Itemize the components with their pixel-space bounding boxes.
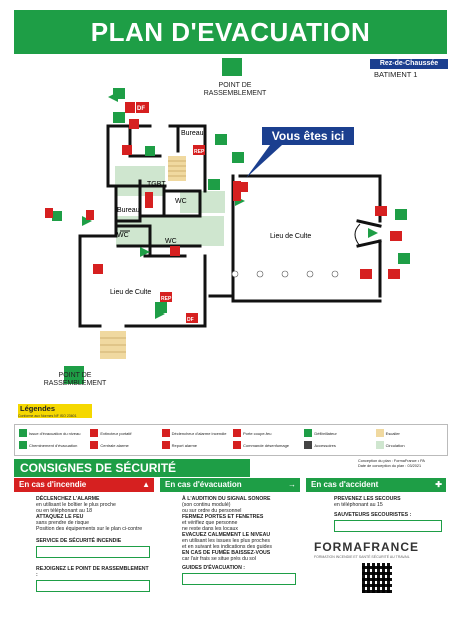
legend-grid: Issue d'évacuation du niveau Extincteur … (15, 425, 447, 453)
meta-date: Date de conception du plan : 03/2021 (358, 464, 422, 468)
legend-box: Issue d'évacuation du niveau Extincteur … (14, 424, 448, 456)
fire-door-icon (233, 429, 241, 437)
you-are-here-pointer (246, 145, 282, 178)
incendie-line: SERVICE DE SÉCURITÉ INCENDIE (36, 538, 122, 544)
circulation-icon (375, 441, 384, 449)
evac-line: FERMEZ PORTES ET FENETRES (182, 514, 264, 520)
incendie-line: ou en téléphonant au 18 (36, 508, 92, 514)
plan-meta: Conception du plan : FormaFrance • PA Da… (358, 459, 446, 469)
smoke-control-icon (233, 441, 241, 449)
alarm-icon (161, 429, 170, 437)
rep-sign: REP (194, 149, 205, 155)
legend-item: Défibrillateur (304, 429, 371, 437)
brand-logo: FORMAFRANCE (314, 540, 419, 554)
evac-line: (son continu modulé) (182, 502, 231, 508)
consignes-title: CONSIGNES DE SÉCURITÉ (14, 459, 250, 477)
room-lieu-culte-left: Lieu de Culte (110, 289, 151, 296)
incendie-line: DÉCLENCHEZ L'ALARME (36, 496, 100, 502)
brand-tagline: FORMATION INCENDIE ET SANTÉ SÉCURITÉ AU … (314, 555, 410, 559)
assembly-label-line-2b: RASSEMBLEMENT (43, 380, 107, 387)
stairs-icon (375, 429, 384, 437)
df-sign: DF (137, 106, 145, 112)
incendie-line: Position des équipements sur le plan ci-… (36, 526, 143, 532)
evac-line: EN CAS DE FUMÉE BAISSEZ-VOUS (182, 550, 271, 556)
rep-sign-2: REP (161, 296, 172, 302)
meta-author: Conception du plan : FormaFrance • PA (358, 459, 425, 463)
extinguisher-icon (90, 429, 99, 437)
legend-item: Centrale alarme (90, 441, 157, 449)
accident-header: En cas d'accident✚ (306, 478, 446, 492)
evac-line: GUIDES D'ÉVACUATION : (182, 565, 246, 571)
assembly-label-line-2: RASSEMBLEMENT (203, 90, 267, 97)
incendie-column: En cas d'incendie▲ DÉCLENCHEZ L'ALARME e… (14, 478, 154, 611)
legend-subtitle: Conforme aux Normes NF ISO 23601 (18, 414, 77, 418)
room-bureau-top: Bureau (181, 130, 204, 137)
building-name: BATIMENT 1 (374, 70, 418, 79)
legend-item: Issue d'évacuation du niveau (19, 429, 86, 437)
accident-line: SAUVETEURS SECOURISTES : (334, 512, 412, 518)
room-wc-2: WC (117, 232, 129, 239)
legend-item: Accessoires (304, 441, 371, 449)
assembly-label-line-1b: POINT DE (58, 372, 92, 379)
evac-line: EVACUEZ CALMEMENT LE NIVEAU (182, 532, 271, 538)
legend-item: Extincteur portatif (90, 429, 157, 437)
room-bureau-left: Bureau (117, 207, 140, 214)
accessories-icon (304, 441, 313, 449)
accident-line: PREVENEZ LES SECOURS (334, 496, 401, 502)
incendie-line: sans prendre de risque (36, 520, 90, 526)
df-sign-2: DF (187, 317, 194, 323)
incendie-line: ATTAQUEZ LE FEU (36, 514, 84, 520)
assembly-point-field[interactable] (36, 580, 150, 592)
assembly-label-line-1: POINT DE (218, 82, 252, 89)
level-badge: Rez-de-Chaussée (370, 59, 448, 69)
exit-icon (19, 429, 27, 437)
room-tgbt: TGBT (147, 181, 166, 188)
guides-field[interactable] (182, 573, 296, 585)
you-are-here-badge: Vous êtes ici (262, 127, 354, 145)
page-title: PLAN D'EVACUATION (14, 10, 447, 54)
legend-item: Cheminement d'évacuation (19, 441, 86, 449)
evac-line: en utilisant les issues les plus proches (182, 538, 270, 544)
legend-item: Déclencheur d'alarme incendie (161, 429, 229, 437)
evac-line: ou sur ordre du personnel (182, 508, 242, 514)
legend-title: Légendes (18, 404, 92, 418)
incendie-line: en utilisant le boîtier le plus proche (36, 502, 116, 508)
evac-line: et en suivant les indications des guides (182, 544, 272, 550)
alarm-repeat-icon (161, 441, 170, 449)
room-lieu-culte-right: Lieu de Culte (270, 233, 311, 240)
floor-plan: DF REP DF REP Bureau TGBT Bureau WC WC W… (45, 58, 410, 384)
assembly-point-bottom-label: POINT DE RASSEMBLEMENT (40, 372, 110, 388)
alarm-panel-icon (90, 441, 99, 449)
defibrillator-icon (304, 429, 313, 437)
accident-line: en téléphonant au 15 (334, 502, 383, 508)
room-wc-3: WC (165, 238, 177, 245)
arrow-icon (19, 441, 27, 449)
room-wc-1: WC (175, 198, 187, 205)
qr-code (362, 563, 392, 593)
first-aiders-field[interactable] (334, 520, 442, 532)
legend-item: Circulation (375, 441, 443, 449)
legend-item: Report alarme (161, 441, 229, 449)
accident-column: En cas d'accident✚ PREVENEZ LES SECOURS … (306, 478, 446, 611)
security-service-field[interactable] (36, 546, 150, 558)
legend-item: Porte coupe-feu (233, 429, 300, 437)
legend-item: Escalier (375, 429, 443, 437)
first-aid-icon: ✚ (435, 480, 442, 489)
evac-line: ne reste dans les locaux (182, 526, 238, 532)
assembly-point-top-label: POINT DE RASSEMBLEMENT (200, 82, 270, 98)
incendie-line: REJOIGNEZ LE POINT DE RASSEMBLEMENT : (36, 566, 149, 578)
evac-line: À L'AUDITION DU SIGNAL SONORE (182, 496, 271, 502)
fire-icon: ▲ (142, 480, 150, 489)
evac-line: et vérifiez que personne (182, 520, 238, 526)
evac-line: car l'air frais se situe près du sol (182, 556, 256, 562)
evacuation-column: En cas d'évacuation→ À L'AUDITION DU SIG… (160, 478, 300, 611)
evacuation-header: En cas d'évacuation→ (160, 478, 300, 492)
incendie-header: En cas d'incendie▲ (14, 478, 154, 492)
exit-run-icon: → (288, 480, 296, 489)
legend-item: Commande désenfumage (233, 441, 300, 449)
